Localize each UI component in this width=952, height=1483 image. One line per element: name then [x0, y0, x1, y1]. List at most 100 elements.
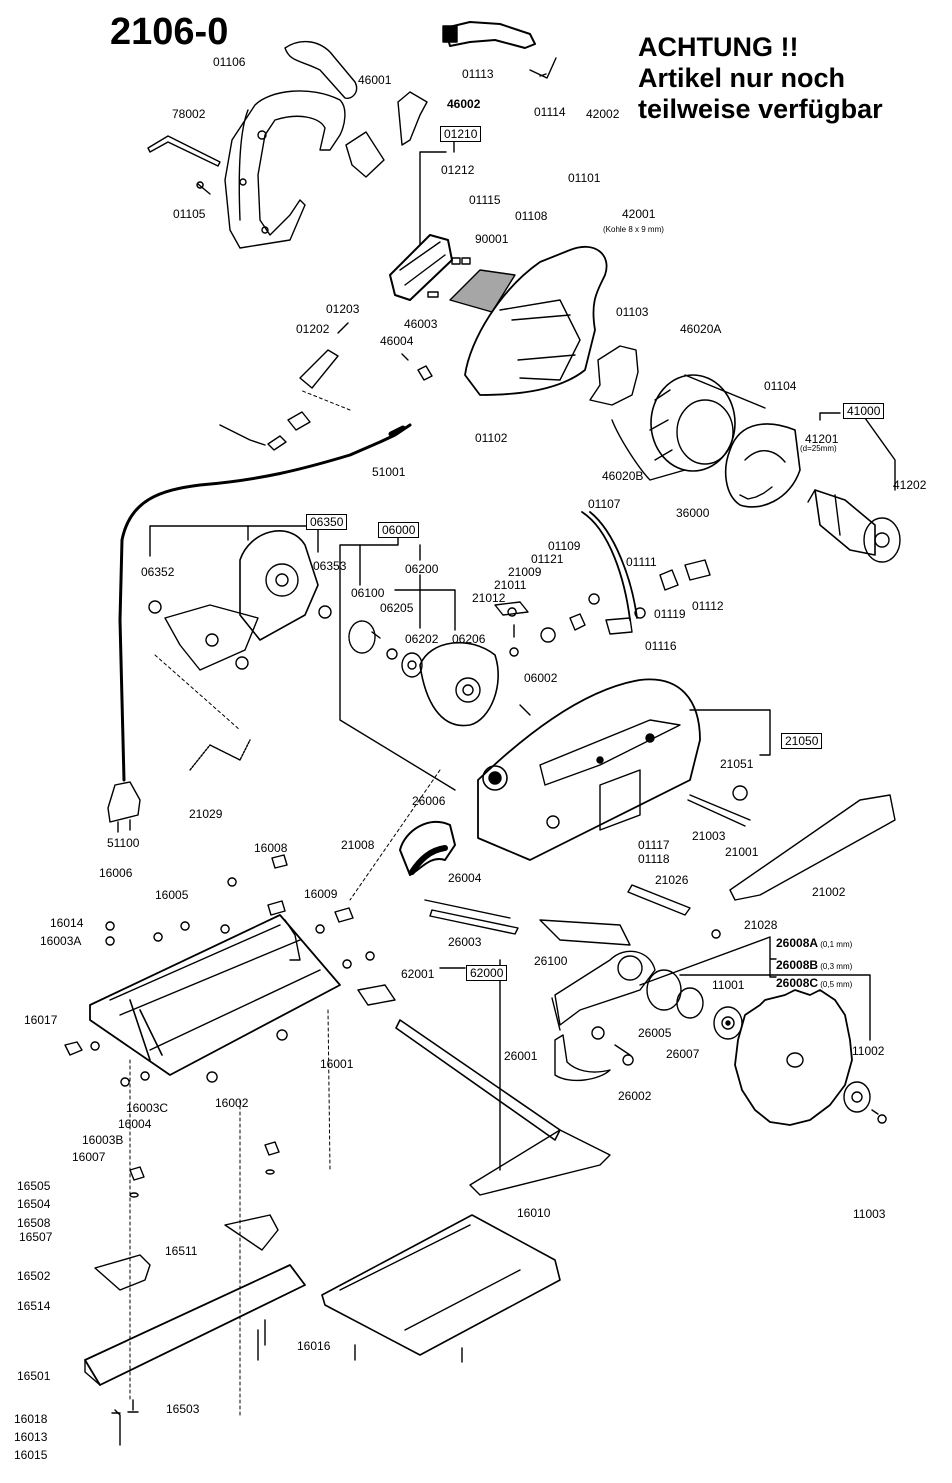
part-number-label: 01116: [645, 639, 677, 653]
brush-bracket-part: [589, 345, 639, 406]
spring-part: [189, 739, 251, 771]
spring-part: [529, 57, 557, 79]
plug-part: [107, 781, 141, 833]
grid-plate-part: [449, 269, 516, 313]
circlip-part: [711, 929, 721, 939]
shim-washer-part: [646, 969, 682, 1011]
part-number-label: 06002: [524, 671, 558, 685]
callout-brackets: [149, 137, 896, 1171]
motor-housing-part: [464, 245, 608, 396]
part-number-label: 21002: [812, 885, 846, 899]
part-number-label: 06350: [306, 514, 348, 530]
part-number-label: 11003: [853, 1207, 886, 1221]
part-number-label: 46003: [404, 317, 438, 331]
riving-knife-part: [554, 1034, 611, 1082]
part-number-label: 42001: [622, 207, 656, 221]
part-number-label: 06202: [405, 632, 439, 646]
part-note: (d=25mm): [800, 444, 837, 453]
part-number-label: 26008C (0,5 mm): [776, 976, 853, 990]
part-number-label: 26005: [638, 1026, 672, 1040]
part-number-label: 16005: [155, 888, 189, 902]
part-number-label: 16007: [72, 1150, 106, 1164]
sole-plate-part: [321, 1214, 561, 1363]
switch-cover-part: [397, 91, 428, 146]
depth-scale-part: [581, 511, 638, 621]
part-number-label: 16508: [17, 1216, 51, 1230]
part-number-label: 21050: [781, 733, 823, 749]
part-number-label: 01105: [173, 207, 206, 221]
part-number-label: 01121: [531, 552, 564, 566]
part-number-label: 46001: [358, 73, 392, 87]
warning-line: Artikel nur noch: [638, 63, 846, 93]
part-number-label: 62001: [401, 967, 435, 981]
gear-assembly-part: [348, 620, 499, 727]
wing-nut-part: [64, 1041, 83, 1056]
part-number-label: 06206: [452, 632, 486, 646]
rip-fence-part: [395, 1019, 611, 1196]
part-number-label: 16003A: [40, 934, 82, 948]
part-number-label: 01203: [326, 302, 360, 316]
part-number-label: 78002: [172, 107, 206, 121]
knob-grip: [409, 845, 448, 875]
blade-guard-part: [477, 678, 701, 861]
part-number-label: 01111: [626, 555, 657, 569]
part-number-label: 16003B: [82, 1133, 124, 1147]
part-number-label: 16511: [165, 1244, 198, 1258]
knob-part: [634, 559, 711, 619]
part-number-label: 42002: [586, 107, 620, 121]
handle-part: [224, 41, 358, 249]
saw-blade-part: [734, 989, 853, 1126]
bolt-part: [614, 1044, 634, 1066]
diagram-title: 2106-0: [110, 11, 229, 53]
part-note: (Kohle 8 x 9 mm): [603, 225, 664, 234]
part-number-label: 16016: [297, 1339, 331, 1353]
cord-sleeve: [388, 425, 406, 437]
switch-assembly-part: [389, 234, 471, 301]
part-number-label: 16008: [254, 841, 288, 855]
part-number-label: 01117: [638, 838, 670, 852]
part-number-label: 01112: [692, 599, 724, 613]
washer-part: [591, 1026, 605, 1040]
part-number-label: 01108: [515, 209, 548, 223]
guide-rail-assembly-part: [84, 1141, 306, 1446]
part-number-label: 16004: [118, 1117, 152, 1131]
part-number-label: 01114: [534, 105, 566, 119]
brush-ring-part: [724, 423, 801, 508]
washer-part: [90, 921, 352, 1081]
part-number-label: 16014: [50, 916, 84, 930]
field-coil-part: [611, 374, 736, 481]
thumb-screw-part: [267, 854, 354, 923]
part-note: (0,5 mm): [818, 980, 853, 989]
armature-part: [807, 489, 901, 563]
blade-arbor-hole: [786, 1052, 804, 1068]
circlip-part: [676, 987, 704, 1019]
part-number-label: 01106: [213, 55, 246, 69]
part-number-label: 16503: [166, 1402, 200, 1416]
part-number-label: 06200: [405, 562, 439, 576]
part-number-label: 01113: [462, 67, 494, 81]
part-number-label: 21029: [189, 807, 223, 821]
part-number-label: 16015: [14, 1448, 48, 1462]
part-number-label: 26001: [504, 1049, 538, 1063]
part-number-label: 21012: [472, 591, 506, 605]
part-note: (0,1 mm): [818, 940, 853, 949]
part-number-label: 26007: [666, 1047, 700, 1061]
part-number-label: 21003: [692, 829, 726, 843]
depth-bracket-part: [540, 593, 633, 643]
part-number-label: 41202: [893, 478, 927, 492]
part-number-label: 16002: [215, 1096, 249, 1110]
part-number-label: 01115: [469, 193, 501, 207]
trigger-grip: [442, 25, 458, 43]
part-number-label: 16501: [17, 1369, 51, 1383]
part-number-label: 46020A: [680, 322, 722, 336]
part-number-label: 26002: [618, 1089, 652, 1103]
riving-knife-bracket-part: [539, 919, 656, 1031]
clamp-part: [357, 984, 396, 1006]
part-number-label: 26008A (0,1 mm): [776, 936, 853, 950]
part-number-label: 01101: [568, 171, 601, 185]
nut-part: [206, 1029, 288, 1083]
part-number-label: 11002: [852, 1044, 885, 1058]
part-number-label: 51100: [107, 836, 140, 850]
part-number-label: 51001: [372, 465, 406, 479]
